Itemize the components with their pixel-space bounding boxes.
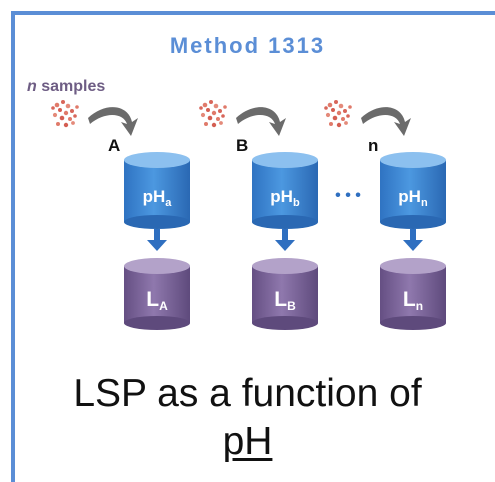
down-arrow-a [147,229,167,251]
ph-cylinder-n [380,152,446,229]
sample-particles-a [51,100,79,128]
method-title: Method 1313 [169,33,326,58]
ph-label-n: pHn [398,187,428,209]
sample-letter-n: n [368,136,379,155]
column-a: pHa LA [51,100,190,330]
curved-arrow-a [88,107,138,136]
caption-line-1: LSP as a function of [73,372,422,415]
sample-particles-b [199,100,227,128]
leachate-cylinder-b [252,258,318,330]
ph-cylinder-a [124,152,190,229]
down-arrow-b [275,229,295,251]
curved-arrow-n [361,107,411,136]
ph-label-a: pHa [143,187,173,209]
sample-letter-b: B [236,136,249,155]
column-b: pHb LB [199,100,318,330]
column-n: pHn Ln [324,100,446,330]
leachate-cylinder-n [380,258,446,330]
down-arrow-n [403,229,423,251]
ellipsis-dots: • • • [335,187,361,204]
curved-arrow-b [236,107,286,136]
caption-line-2-ph: pH [222,420,273,463]
sample-particles-n [324,100,352,128]
ph-label-b: pHb [270,187,300,209]
leachate-label-a: LA [146,288,168,313]
frame-border-top [11,11,495,15]
leachate-label-b: LB [274,288,296,313]
sample-letter-a: A [108,136,121,155]
samples-label-text: samples [36,78,106,95]
samples-label-n: n [27,78,37,95]
frame-border-left [11,11,15,482]
samples-label: n samples [27,78,105,96]
leachate-cylinder-a [124,258,190,330]
ph-cylinder-b [252,152,318,229]
leachate-label-n: Ln [403,288,423,313]
